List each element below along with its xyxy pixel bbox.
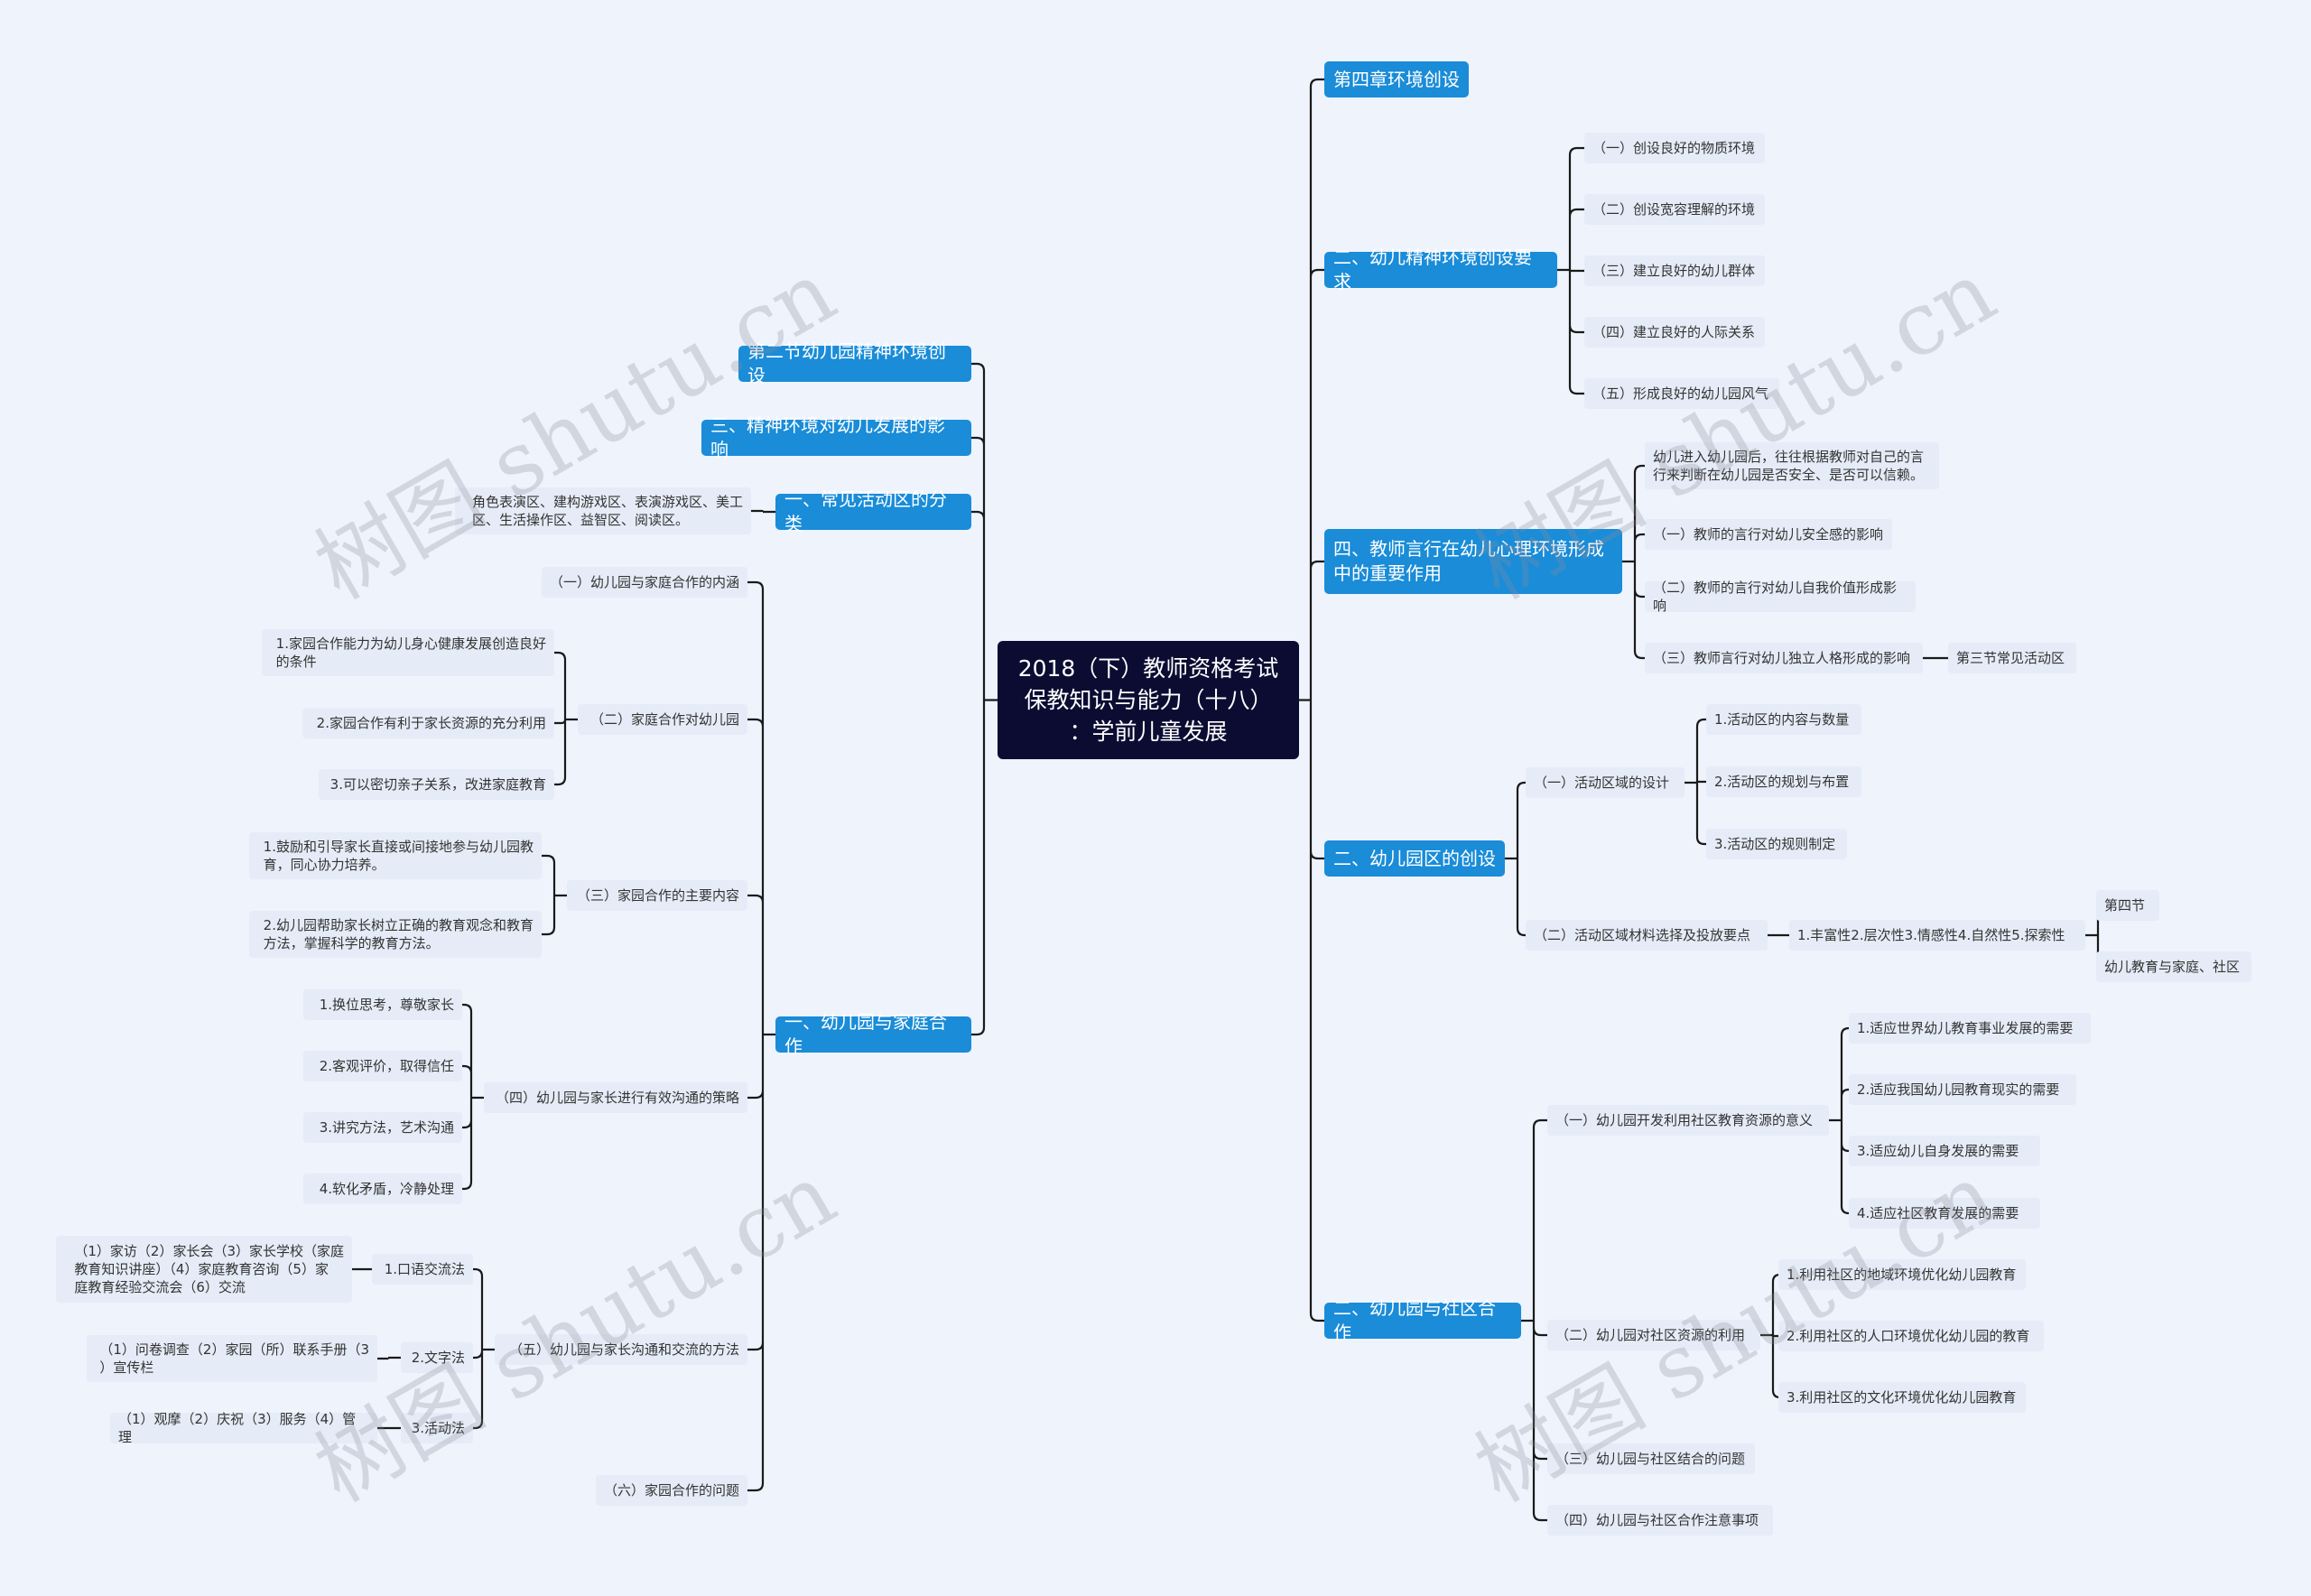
family-3-sub-2[interactable]: 2.幼儿园帮助家长树立正确的教育观念和教育 方法，掌握科学的教育方法。 bbox=[249, 911, 542, 958]
connector-c1 bbox=[1829, 1026, 1850, 1215]
teacher-sub-2[interactable]: （二）教师的言行对幼儿自我价值形成影响 bbox=[1645, 580, 1916, 614]
family-item-4[interactable]: （四）幼儿园与家长进行有效沟通的策略 bbox=[484, 1082, 747, 1113]
right-community[interactable]: 二、幼儿园与社区合作 bbox=[1324, 1297, 1521, 1343]
connector-f5b bbox=[377, 1356, 401, 1360]
area-sub-1-item-1[interactable]: 1.活动区的内容与数量 bbox=[1706, 704, 1861, 735]
community-sub-2[interactable]: （二）幼儿园对社区资源的利用 bbox=[1547, 1320, 1760, 1350]
teacher-sub-3-child[interactable]: 第三节常见活动区 bbox=[1948, 643, 2076, 673]
connector-teacher bbox=[1622, 464, 1645, 660]
family-item-3[interactable]: （三）家园合作的主要内容 bbox=[567, 880, 747, 911]
area-sub-1-item-2[interactable]: 2.活动区的规划与布置 bbox=[1706, 766, 1861, 797]
family-item-6[interactable]: （六）家园合作的问题 bbox=[596, 1475, 747, 1506]
family-2-sub-2[interactable]: 2.家园合作有利于家长资源的充分利用 bbox=[302, 708, 554, 738]
community-1-item-1[interactable]: 1.适应世界幼儿教育事业发展的需要 bbox=[1849, 1013, 2091, 1044]
spirit-sub-4[interactable]: （四）建立良好的人际关系 bbox=[1584, 317, 1765, 348]
family-5-detail-1[interactable]: （1）家访（2）家长会（3）家长学校（家庭 教育知识讲座）（4）家庭教育咨询（5… bbox=[56, 1236, 352, 1303]
community-sub-3[interactable]: （三）幼儿园与社区结合的问题 bbox=[1547, 1443, 1755, 1474]
right-area-creation[interactable]: 二、幼儿园区的创设 bbox=[1324, 840, 1505, 877]
left-family-cooperation[interactable]: 一、幼儿园与家庭合作 bbox=[775, 1011, 971, 1057]
family-item-1[interactable]: （一）幼儿园与家庭合作的内涵 bbox=[542, 567, 747, 598]
connector-f4 bbox=[462, 1003, 484, 1191]
root-node[interactable]: 2018（下）教师资格考试 保教知识与能力（十八） ：学前儿童发展 bbox=[998, 641, 1299, 759]
right-spirit-env[interactable]: 二、幼儿精神环境创设要求 bbox=[1324, 246, 1557, 292]
family-5-sub-3[interactable]: 3.活动法 bbox=[401, 1413, 473, 1443]
spirit-sub-2[interactable]: （二）创设宽容理解的环境 bbox=[1584, 194, 1765, 225]
family-item-5[interactable]: （五）幼儿园与家长沟通和交流的方法 bbox=[495, 1334, 747, 1365]
family-4-sub-2[interactable]: 2.客观评价，取得信任 bbox=[303, 1051, 462, 1081]
community-2-item-2[interactable]: 2.利用社区的人口环境优化幼儿园的教育 bbox=[1778, 1321, 2044, 1351]
connector-spirit bbox=[1557, 146, 1584, 395]
spirit-sub-1[interactable]: （一）创设良好的物质环境 bbox=[1584, 133, 1765, 163]
connector-root bbox=[971, 362, 998, 1036]
community-1-item-3[interactable]: 3.适应幼儿自身发展的需要 bbox=[1849, 1136, 2040, 1166]
family-5-sub-1[interactable]: 1.口语交流法 bbox=[372, 1254, 473, 1285]
left-sec2[interactable]: 第二节幼儿园精神环境创设 bbox=[738, 340, 971, 386]
area-sub-2-leaf-1[interactable]: 第四节 bbox=[2096, 890, 2159, 921]
connector-f5 bbox=[473, 1267, 495, 1430]
family-4-sub-3[interactable]: 3.讲究方法，艺术沟通 bbox=[303, 1112, 462, 1143]
teacher-sub-0[interactable]: 幼儿进入幼儿园后，往往根据教师对自己的言 行来判断在幼儿园是否安全、是否可以信赖… bbox=[1645, 442, 1939, 489]
spirit-sub-3[interactable]: （三）建立良好的幼儿群体 bbox=[1584, 255, 1765, 286]
family-2-sub-1[interactable]: 1.家园合作能力为幼儿身心健康发展创造良好 的条件 bbox=[262, 629, 554, 676]
area-sub-1[interactable]: （一）活动区域的设计 bbox=[1526, 767, 1685, 798]
community-2-item-3[interactable]: 3.利用社区的文化环境优化幼儿园教育 bbox=[1778, 1382, 2026, 1413]
connector-c2 bbox=[1760, 1273, 1781, 1399]
community-2-item-1[interactable]: 1.利用社区的地域环境优化幼儿园教育 bbox=[1778, 1259, 2026, 1290]
community-1-item-2[interactable]: 2.适应我国幼儿园教育现实的需要 bbox=[1849, 1074, 2076, 1105]
family-item-2[interactable]: （二）家庭合作对幼儿园 bbox=[578, 704, 747, 735]
area-sub-2-leaf-2[interactable]: 幼儿教育与家庭、社区 bbox=[2096, 951, 2251, 982]
connector-family bbox=[747, 580, 775, 1492]
teacher-sub-3[interactable]: （三）教师言行对幼儿独立人格形成的影响 bbox=[1645, 643, 1923, 673]
left-env-influence[interactable]: 三、精神环境对幼儿发展的影响 bbox=[701, 414, 971, 460]
family-4-sub-1[interactable]: 1.换位思考，尊敬家长 bbox=[303, 989, 462, 1020]
right-teacher-role[interactable]: 四、教师言行在幼儿心理环境形成 中的重要作用 bbox=[1324, 529, 1622, 594]
right-chapter4[interactable]: 第四章环境创设 bbox=[1324, 61, 1469, 97]
connector-f3 bbox=[542, 854, 567, 936]
activity-classification-detail[interactable]: 角色表演区、建构游戏区、表演游戏区、美工 区、生活操作区、益智区、阅读区。 bbox=[455, 487, 751, 534]
family-2-sub-3[interactable]: 3.可以密切亲子关系，改进家庭教育 bbox=[319, 769, 554, 800]
community-1-item-4[interactable]: 4.适应社区教育发展的需要 bbox=[1849, 1198, 2040, 1229]
connector-f2 bbox=[554, 651, 578, 786]
community-sub-4[interactable]: （四）幼儿园与社区合作注意事项 bbox=[1547, 1505, 1773, 1536]
connector-a1 bbox=[1685, 718, 1706, 846]
family-3-sub-1[interactable]: 1.鼓励和引导家长直接或间接地参与幼儿园教 育，同心协力培养。 bbox=[249, 832, 542, 879]
teacher-sub-1[interactable]: （一）教师的言行对幼儿安全感的影响 bbox=[1645, 519, 1892, 550]
connector-root bbox=[1299, 78, 1324, 1322]
left-activity-classification[interactable]: 一、常见活动区的分类 bbox=[775, 488, 971, 534]
connector-comm bbox=[1521, 1118, 1547, 1522]
family-4-sub-4[interactable]: 4.软化矛盾，冷静处理 bbox=[303, 1174, 462, 1204]
family-5-detail-3[interactable]: （1）观摩（2）庆祝（3）服务（4）管理 bbox=[110, 1411, 377, 1445]
spirit-sub-5[interactable]: （五）形成良好的幼儿园风气 bbox=[1584, 378, 1779, 409]
connector-area bbox=[1505, 781, 1526, 937]
area-sub-2-child[interactable]: 1.丰富性2.层次性3.情感性4.自然性5.探索性 bbox=[1789, 920, 2085, 951]
connector-actcls bbox=[751, 509, 775, 514]
area-sub-2[interactable]: （二）活动区域材料选择及投放要点 bbox=[1526, 920, 1768, 951]
community-sub-1[interactable]: （一）幼儿园开发利用社区教育资源的意义 bbox=[1547, 1105, 1829, 1136]
family-5-sub-2[interactable]: 2.文字法 bbox=[401, 1342, 473, 1373]
area-sub-1-item-3[interactable]: 3.活动区的规则制定 bbox=[1706, 829, 1847, 859]
family-5-detail-2[interactable]: （1）问卷调查（2）家园（所）联系手册（3 ）宣传栏 bbox=[87, 1335, 377, 1382]
